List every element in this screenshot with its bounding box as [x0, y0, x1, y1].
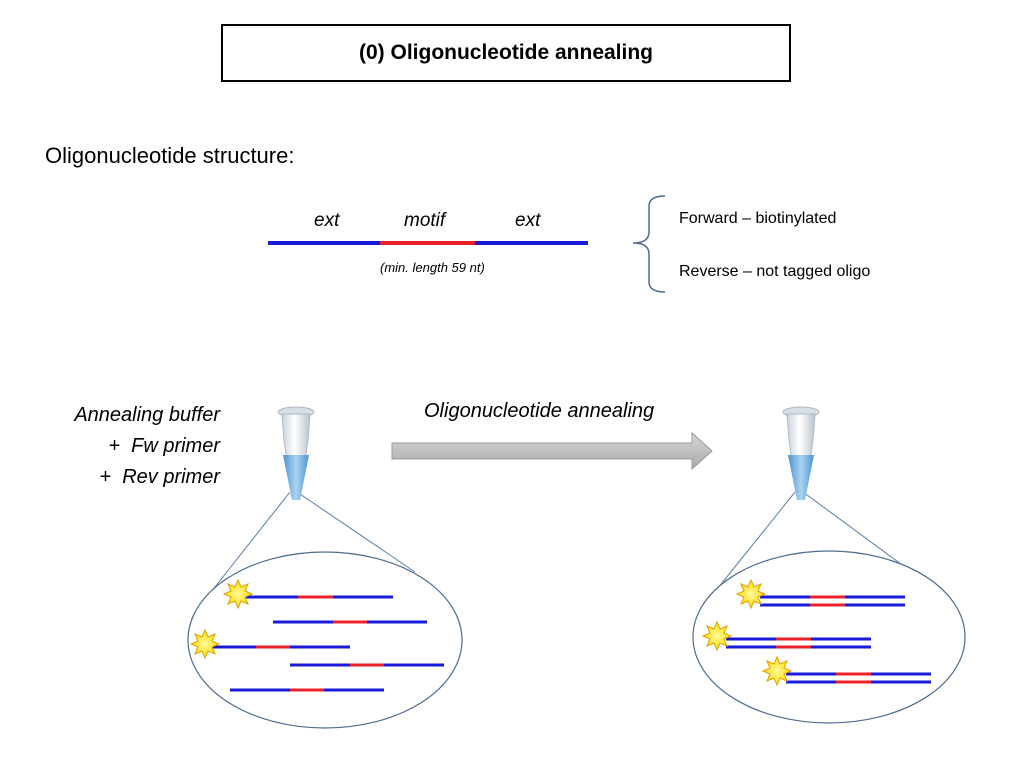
curly-brace [632, 195, 666, 293]
min-length-note: (min. length 59 nt) [380, 260, 485, 275]
biotin-star-icon [735, 578, 767, 610]
zoom-line-right-a [717, 491, 796, 589]
reaction-mix-list: Annealing buffer + Fw primer + Rev prime… [30, 400, 220, 493]
tube-before [210, 406, 416, 593]
zoom-circle-before [187, 551, 463, 729]
segment-label-motif: motif [404, 210, 446, 231]
dsdna-duplex-1 [760, 595, 905, 607]
segment-label-ext-left: ext [314, 210, 340, 231]
tube-liquid-before [283, 455, 309, 500]
biotin-star-icon [189, 628, 221, 660]
zoom-line-left-a [210, 491, 291, 593]
mix-item-fw-primer: + Fw primer [108, 435, 220, 457]
zoom-circle-outline-before [187, 551, 463, 729]
dsdna-duplex-2 [726, 637, 871, 649]
dsdna-duplex-3 [786, 672, 931, 684]
tube-liquid-after [788, 455, 814, 500]
process-label: Oligonucleotide annealing [424, 400, 655, 422]
zoom-circle-after [692, 550, 966, 724]
biotin-star-icon [701, 620, 733, 652]
forward-primer-note: Forward – biotinylated [679, 210, 837, 227]
biotin-star-icon [761, 655, 793, 687]
mix-item-rev-primer: + Rev primer [99, 466, 220, 488]
reverse-primer-note: Reverse – not tagged oligo [679, 263, 871, 280]
process-arrow [391, 431, 713, 471]
structure-heading: Oligonucleotide structure: [45, 143, 295, 168]
slide-title: (0) Oligonucleotide annealing [221, 24, 791, 82]
zoom-circle-outline-after [692, 550, 966, 724]
zoom-line-left-b [296, 491, 416, 573]
segment-label-ext-right: ext [515, 210, 541, 231]
mix-item-buffer: Annealing buffer [74, 404, 220, 426]
biotin-star-icon [222, 578, 254, 610]
